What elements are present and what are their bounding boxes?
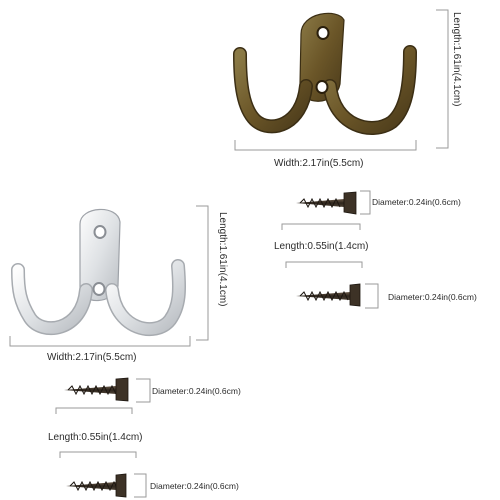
bronze-length-bracket (436, 9, 449, 149)
silver-screw-top (64, 377, 129, 402)
bronze-width-bracket (234, 140, 417, 151)
silver-diameter-bracket-bottom (134, 473, 147, 498)
bronze-hook-width-label: Width:2.17in(5.5cm) (274, 158, 364, 169)
silver-screw-length-bracket (55, 407, 137, 458)
bronze-screw-length-label: Length:0.55in(1.4cm) (274, 241, 369, 252)
silver-screw-bottom (66, 473, 127, 498)
silver-diameter-bracket-top (136, 378, 151, 403)
silver-hook-width-label: Width:2.17in(5.5cm) (47, 352, 137, 363)
silver-hook-length-label: Length:1.61in(4.1cm) (217, 212, 228, 307)
silver-screw-diameter-bottom-label: Diameter:0.24in(0.6cm) (150, 481, 239, 491)
silver-width-bracket (9, 336, 191, 347)
silver-length-bracket (196, 205, 209, 341)
bronze-hook (233, 12, 417, 135)
bronze-screw-diameter-top-label: Diameter:0.24in(0.6cm) (372, 197, 461, 207)
bronze-screw-diameter-bottom-label: Diameter:0.24in(0.6cm) (388, 292, 477, 302)
silver-screw-diameter-top-label: Diameter:0.24in(0.6cm) (152, 386, 241, 396)
bronze-screw-bottom (296, 283, 361, 307)
bronze-screw-top (296, 191, 357, 215)
bronze-hook-length-label: Length:1.61in(4.1cm) (451, 12, 462, 107)
bronze-screw-length-bracket (281, 223, 363, 268)
bronze-diameter-bracket-bottom (365, 283, 379, 309)
silver-hook (11, 208, 186, 337)
bronze-diameter-bracket-top (360, 190, 371, 215)
silver-screw-length-label: Length:0.55in(1.4cm) (48, 432, 143, 443)
